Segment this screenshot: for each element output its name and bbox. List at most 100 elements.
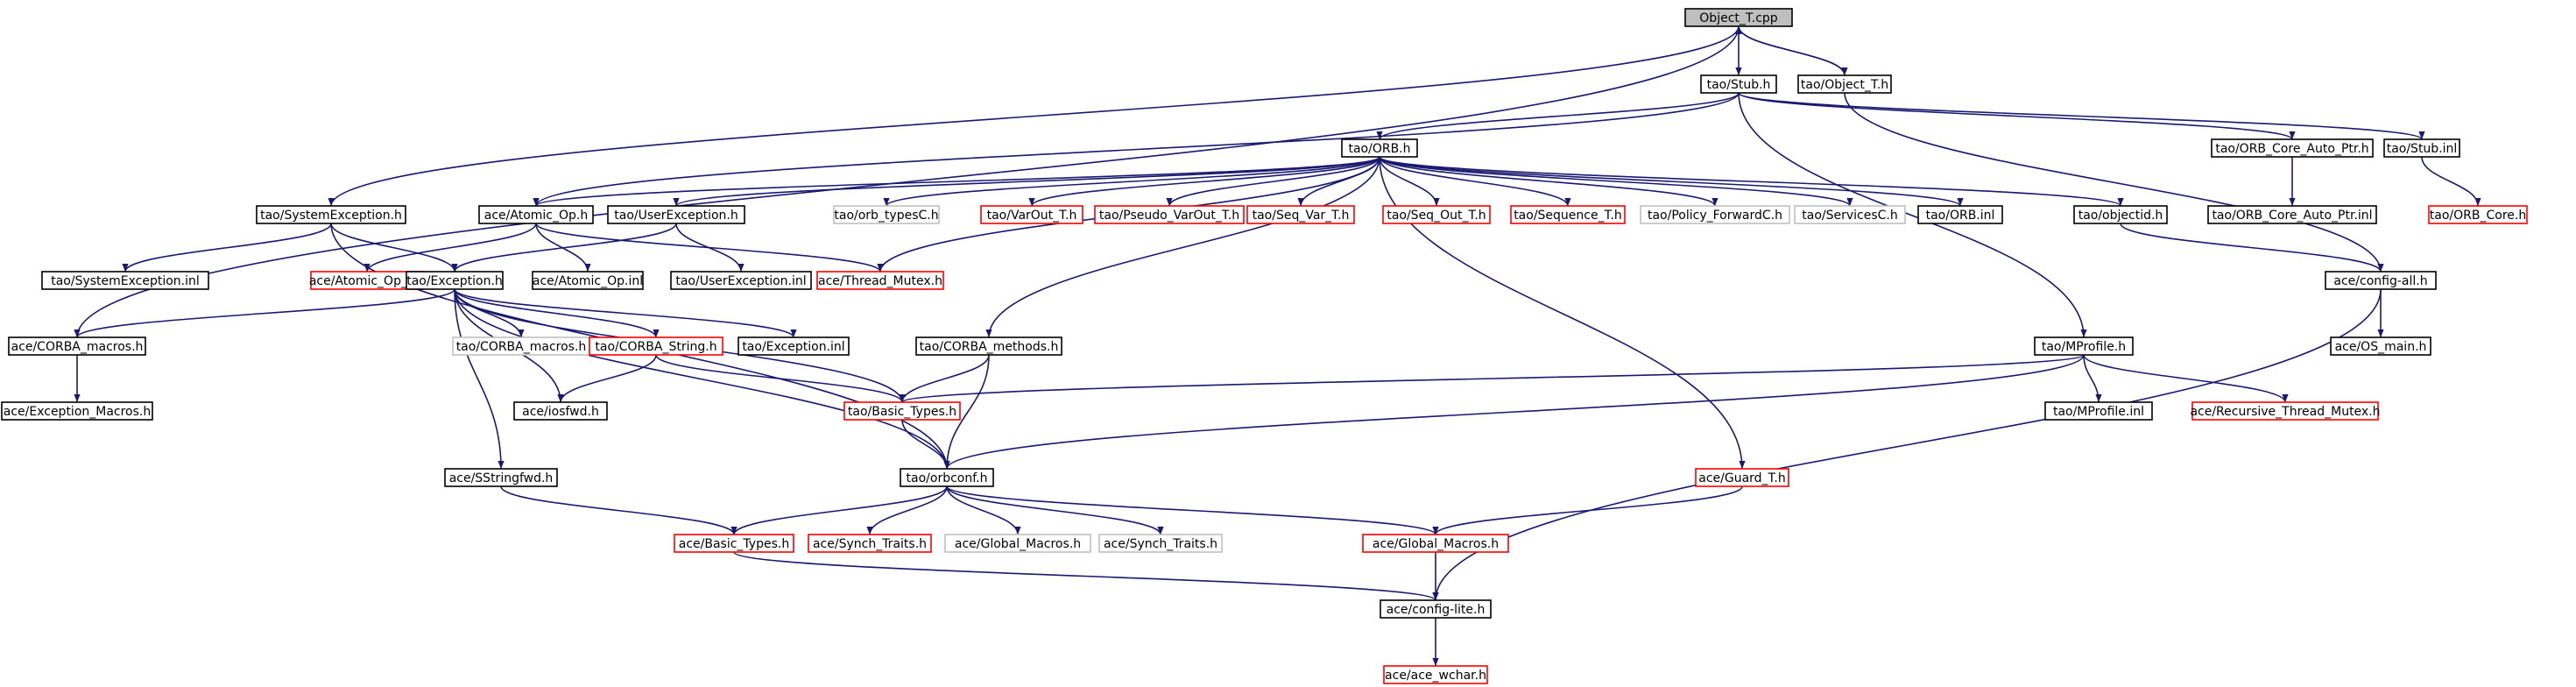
edge-ace_sstringfwd_h-to-ace_basic_types_h [500, 485, 738, 535]
node-tao-seq-out-t-h[interactable]: tao/Seq_Out_T.h [1382, 205, 1491, 224]
node-ace-global-macros-h-gray[interactable]: ace/Global_Macros.h [944, 534, 1091, 553]
node-tao-userexception-h[interactable]: tao/UserException.h [607, 205, 745, 224]
node-tao-corba-methods-h[interactable]: tao/CORBA_methods.h [915, 336, 1062, 356]
node-label: tao/Seq_Out_T.h [1387, 209, 1486, 223]
node-tao-varout-t-h[interactable]: tao/VarOut_T.h [980, 205, 1083, 224]
node-label: tao/Sequence_T.h [1514, 209, 1622, 223]
node-object-t-cpp[interactable]: Object_T.cpp [1684, 8, 1793, 27]
node-tao-userexception-inl[interactable]: tao/UserException.inl [670, 271, 812, 290]
node-tao-exception-h[interactable]: tao/Exception.h [406, 271, 504, 290]
node-ace-atomic-op-t-h[interactable]: ace/Atomic_Op_T.h [309, 271, 425, 290]
node-label: ace/Basic_Types.h [679, 537, 789, 551]
edge-object_t_cpp-to-tao_systemexception_h [328, 25, 1740, 207]
edge-tao_orb_h-to-ace_guard_t_h [1379, 156, 1746, 470]
edge-tao_exception_h-to-tao_orbconf_h [454, 288, 950, 470]
node-ace-thread-mutex-h[interactable]: ace/Thread_Mutex.h [816, 271, 944, 290]
node-ace-corba-macros-h[interactable]: ace/CORBA_macros.h [8, 336, 146, 356]
node-ace-config-lite-h[interactable]: ace/config-lite.h [1380, 599, 1492, 619]
node-box [944, 534, 1091, 553]
edge-tao_stub_h-to-tao_orb_h [1376, 92, 1740, 140]
edge-tao_orbconf_h-to-ace_global_macros_h_gray [946, 485, 1021, 535]
edge-tao_object_t_h-to-ace_config_all_h [1844, 92, 2384, 273]
node-ace-recursive-thread-mutex-h[interactable]: ace/Recursive_Thread_Mutex.h [2190, 401, 2381, 421]
node-box [8, 336, 146, 356]
node-tao-corba-string-h[interactable]: tao/CORBA_String.h [589, 336, 723, 356]
node-ace-global-macros-h-red[interactable]: ace/Global_Macros.h [1362, 534, 1509, 553]
node-box [900, 468, 994, 487]
node-box [2383, 138, 2460, 158]
node-tao-object-t-h[interactable]: tao/Object_T.h [1797, 74, 1892, 94]
node-ace-basic-types-h[interactable]: ace/Basic_Types.h [674, 534, 794, 553]
node-ace-exception-macros-h[interactable]: ace/Exception_Macros.h [1, 401, 153, 421]
node-tao-corba-macros-h[interactable]: tao/CORBA_macros.h [452, 336, 590, 356]
node-ace-synch-traits-h-gray[interactable]: ace/Synch_Traits.h [1098, 534, 1223, 553]
node-box [1380, 599, 1492, 619]
node-tao-pseudo-varout-t-h[interactable]: tao/Pseudo_VarOut_T.h [1094, 205, 1245, 224]
node-tao-systemexception-inl[interactable]: tao/SystemException.inl [41, 271, 209, 290]
node-label: ace/Recursive_Thread_Mutex.h [2190, 405, 2380, 419]
node-ace-sstringfwd-h[interactable]: ace/SStringfwd.h [444, 468, 558, 487]
edge-tao_orb_h-to-tao_sequence_t_h [1379, 156, 1571, 207]
node-label: ace/iosfwd.h [522, 405, 599, 419]
edge-tao_orbconf_h-to-ace_synch_traits_h_gray [946, 485, 1164, 535]
node-ace-config-all-h[interactable]: ace/config-all.h [2325, 271, 2437, 290]
edge-tao_stub_h-to-ace_atomic_op_h [533, 92, 1740, 207]
node-tao-orb-core-auto-ptr-h[interactable]: tao/ORB_Core_Auto_Ptr.h [2211, 138, 2374, 158]
node-tao-seq-var-t-h[interactable]: tao/Seq_Var_T.h [1246, 205, 1355, 224]
node-label: ace/Global_Macros.h [1373, 537, 1499, 551]
node-tao-policy-forwardc-h[interactable]: tao/Policy_ForwardC.h [1640, 205, 1790, 224]
node-tao-orb-typesc-h[interactable]: tao/orb_typesC.h [833, 205, 940, 224]
node-tao-exception-inl[interactable]: tao/Exception.inl [738, 336, 850, 356]
edge-tao_exception_h-to-tao_corba_string_h [454, 288, 660, 338]
edge-tao_stub_h-to-tao_orb_core_auto_ptr_h [1738, 92, 2296, 140]
node-label: ace/ace_wchar.h [1385, 669, 1486, 683]
node-tao-stub-h[interactable]: tao/Stub.h [1700, 74, 1777, 94]
node-ace-atomic-op-inl[interactable]: ace/Atomic_Op.inl [532, 271, 644, 290]
edge-tao_exception_h-to-tao_exception_inl [454, 288, 797, 338]
node-label: tao/SystemException.inl [51, 274, 200, 288]
edge-tao_object_t_h-to-object_t_cpp [1735, 25, 1846, 76]
node-box [1341, 138, 1418, 158]
node-tao-mprofile-h[interactable]: tao/MProfile.h [2034, 336, 2134, 356]
node-box [1094, 205, 1245, 224]
node-label: tao/Exception.h [406, 274, 503, 288]
node-tao-stub-inl[interactable]: tao/Stub.inl [2383, 138, 2460, 158]
node-label: ace/config-lite.h [1387, 603, 1486, 617]
node-ace-synch-traits-h-red[interactable]: ace/Synch_Traits.h [808, 534, 932, 553]
node-box [1917, 205, 2003, 224]
node-tao-orb-inl[interactable]: tao/ORB.inl [1917, 205, 2003, 224]
node-box [1383, 665, 1488, 684]
node-tao-basic-types-h[interactable]: tao/Basic_Types.h [843, 401, 961, 421]
node-tao-servicesc-h[interactable]: tao/ServicesC.h [1794, 205, 1906, 224]
node-box [2044, 401, 2153, 421]
node-label: tao/Pseudo_VarOut_T.h [1099, 209, 1239, 223]
edge-tao_orbconf_h-to-ace_basic_types_h [730, 485, 948, 535]
node-ace-ace-wchar-h[interactable]: ace/ace_wchar.h [1383, 665, 1488, 684]
node-ace-atomic-op-h[interactable]: ace/Atomic_Op.h [478, 205, 594, 224]
edge-tao_orb_h-to-tao_orb_inl [1379, 156, 1964, 207]
node-box [2428, 205, 2528, 224]
node-box [808, 534, 932, 553]
node-ace-iosfwd-h[interactable]: ace/iosfwd.h [513, 401, 608, 421]
node-box [1, 401, 153, 421]
node-ace-os-main-h[interactable]: ace/OS_main.h [2330, 336, 2431, 356]
node-tao-systemexception-h[interactable]: tao/SystemException.h [256, 205, 406, 224]
edge-tao_stub_inl-to-tao_orb_core_h [2421, 156, 2481, 207]
node-label: tao/orb_typesC.h [834, 209, 938, 223]
node-ace-guard-t-h[interactable]: ace/Guard_T.h [1695, 468, 1789, 487]
node-box [607, 205, 745, 224]
edge-tao_orb_h-to-tao_servicesc_h [1379, 156, 1853, 207]
node-tao-sequence-t-h[interactable]: tao/Sequence_T.h [1510, 205, 1626, 224]
node-box [674, 534, 794, 553]
node-tao-orbconf-h[interactable]: tao/orbconf.h [900, 468, 994, 487]
node-tao-orb-core-h[interactable]: tao/ORB_Core.h [2428, 205, 2528, 224]
node-label: tao/UserException.h [614, 209, 738, 223]
node-tao-objectid-h[interactable]: tao/objectid.h [2073, 205, 2168, 224]
node-tao-mprofile-inl[interactable]: tao/MProfile.inl [2044, 401, 2153, 421]
node-tao-orb-core-auto-ptr-inl[interactable]: tao/ORB_Core_Auto_Ptr.inl [2207, 205, 2377, 224]
node-box [444, 468, 558, 487]
node-label: ace/Exception_Macros.h [4, 405, 152, 419]
node-label: tao/orbconf.h [907, 471, 988, 485]
node-tao-orb-h[interactable]: tao/ORB.h [1341, 138, 1418, 158]
